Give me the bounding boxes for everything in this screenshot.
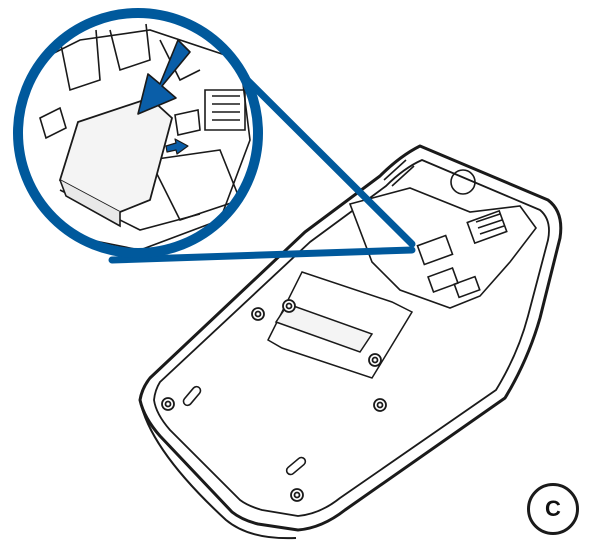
- screw: [369, 354, 381, 366]
- step-label: C: [545, 496, 561, 522]
- screw: [374, 399, 386, 411]
- step-badge: C: [527, 483, 579, 535]
- magnified-view: [18, 13, 258, 253]
- screw: [283, 300, 295, 312]
- screw: [252, 308, 264, 320]
- screw: [291, 489, 303, 501]
- screw: [162, 398, 174, 410]
